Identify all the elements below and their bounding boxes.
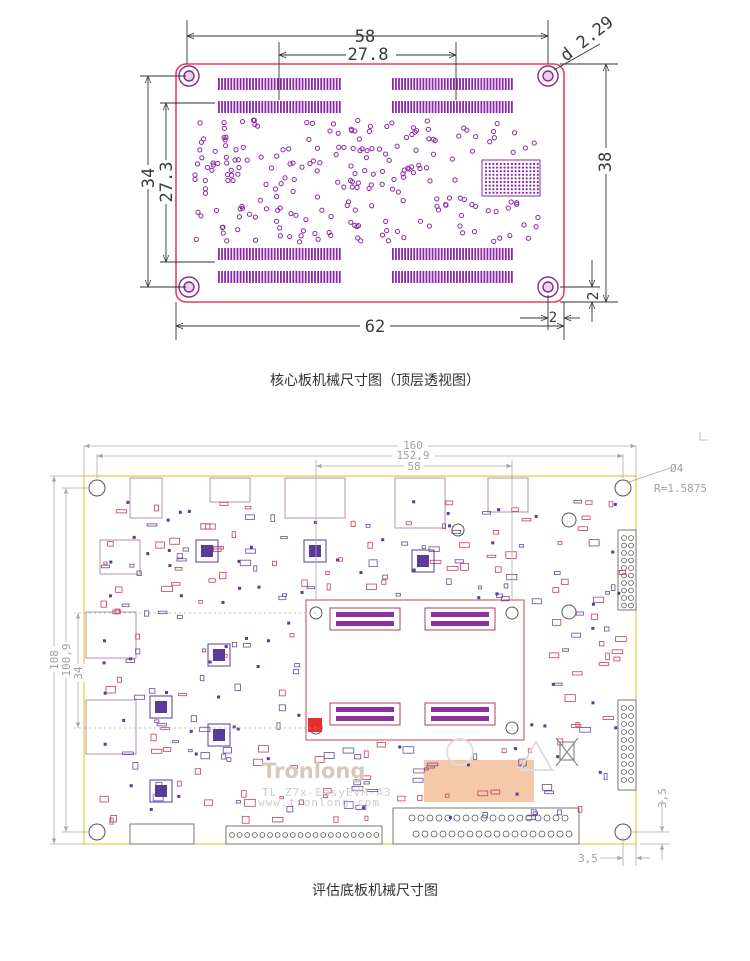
eval-url: www.tronlong.com (258, 796, 380, 809)
eval-dim-width-mid (96, 453, 624, 478)
core-board-drawing: 58 27.8 d 2.29 38 2 (139, 12, 618, 340)
eval-b2b-connectors (329, 607, 496, 726)
core-dim-2-bottom: 2 (549, 310, 557, 326)
core-dim-27-3: 27.3 (157, 162, 177, 203)
core-dim-38: 38 (596, 152, 616, 172)
core-dim-27-8: 27.8 (348, 45, 389, 65)
eval-dim-34: 34 (72, 666, 85, 680)
core-dim-height-right (560, 63, 618, 303)
eval-model: TL Z7x-EasyEVM-A3 (262, 786, 392, 799)
eval-dim-160: 160 (403, 439, 423, 452)
core-dim-58: 58 (355, 27, 375, 47)
core-dim-2-right: 2 (584, 291, 602, 300)
core-board-caption: 核心板机械尺寸图（顶层透视图） (270, 373, 480, 389)
esd-warning-icon (518, 739, 554, 771)
core-dim-hole: d 2.29 (557, 12, 618, 66)
eval-dim-hole-diameter: Ø4 (670, 462, 684, 475)
core-connector-pads (218, 78, 513, 283)
eval-board-drawing: Tronlong TL Z7x-EasyEVM-A3 www.tronlong.… (47, 432, 708, 866)
eval-dim-100-9: 100,9 (60, 643, 73, 676)
weee-bin-icon (555, 737, 579, 767)
core-bga-array (481, 159, 541, 197)
core-dim-34: 34 (139, 168, 159, 188)
pb-free-icon (446, 738, 474, 766)
eval-brand: Tronlong (262, 759, 365, 783)
core-mounting-holes (178, 65, 559, 298)
eval-dim-152-9: 152,9 (396, 449, 429, 462)
core-vias (192, 117, 541, 245)
core-dim-width-outer (186, 20, 549, 64)
eval-edge-connectors (85, 477, 637, 845)
eval-dim-108: 108 (48, 650, 61, 670)
eval-board-caption: 评估底板机械尺寸图 (312, 883, 438, 899)
eval-components (99, 499, 634, 838)
eval-dim-58: 58 (407, 460, 420, 473)
core-dim-62: 62 (365, 317, 385, 337)
eval-dim-3-5-right: 3,5 (656, 788, 669, 808)
eval-dim-3-5-bottom: 3,5 (578, 852, 598, 865)
eval-dim-width-outer (83, 443, 637, 476)
eval-dim-hole-radius: R=1.5875 (654, 482, 707, 495)
